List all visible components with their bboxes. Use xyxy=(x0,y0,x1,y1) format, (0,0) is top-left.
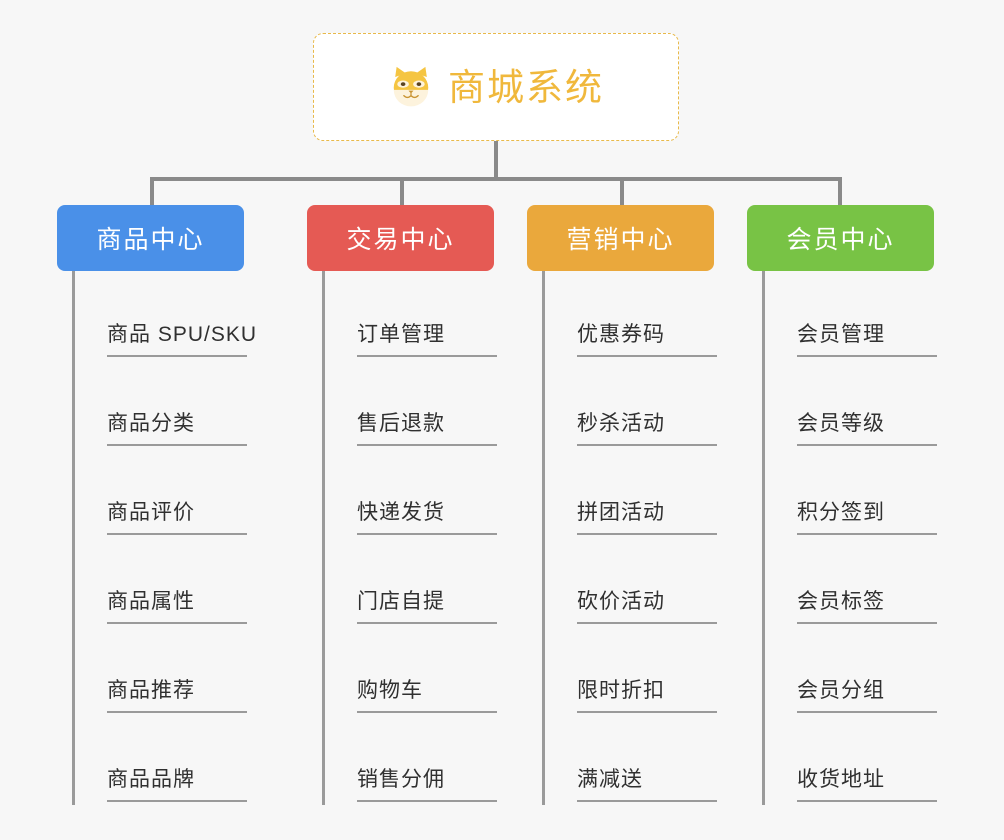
leaf-label: 门店自提 xyxy=(357,585,497,624)
leaf-label: 会员管理 xyxy=(797,318,937,357)
list-item[interactable]: 购物车 xyxy=(325,627,497,716)
category-box-member-center[interactable]: 会员中心 xyxy=(747,205,934,271)
leaf-label: 积分签到 xyxy=(797,496,937,535)
leaf-label: 商品属性 xyxy=(107,585,247,624)
branch-column-marketing-center: 营销中心 优惠券码 秒杀活动 拼团活动 砍价活动 限时折扣 满减送 xyxy=(527,205,717,805)
category-box-product-center[interactable]: 商品中心 xyxy=(57,205,244,271)
list-item[interactable]: 会员管理 xyxy=(765,271,937,360)
list-item[interactable]: 商品属性 xyxy=(75,538,247,627)
list-item[interactable]: 门店自提 xyxy=(325,538,497,627)
leaf-label: 满减送 xyxy=(577,763,717,802)
list-item[interactable]: 订单管理 xyxy=(325,271,497,360)
leaf-label: 售后退款 xyxy=(357,407,497,446)
leaf-label: 订单管理 xyxy=(357,318,497,357)
leaf-label: 商品 SPU/SKU xyxy=(107,318,256,357)
category-box-trade-center[interactable]: 交易中心 xyxy=(307,205,494,271)
leaf-label: 限时折扣 xyxy=(577,674,717,713)
connector-drop-4 xyxy=(838,177,842,207)
leaf-label: 商品分类 xyxy=(107,407,247,446)
leaf-label: 优惠券码 xyxy=(577,318,717,357)
leaf-label: 会员分组 xyxy=(797,674,937,713)
list-item[interactable]: 商品分类 xyxy=(75,360,247,449)
branch-column-product-center: 商品中心 商品 SPU/SKU 商品分类 商品评价 商品属性 商品推荐 商品品牌 xyxy=(57,205,256,805)
list-item[interactable]: 秒杀活动 xyxy=(545,360,717,449)
list-item[interactable]: 收货地址 xyxy=(765,716,937,805)
leaf-list: 商品 SPU/SKU 商品分类 商品评价 商品属性 商品推荐 商品品牌 xyxy=(72,271,256,805)
leaf-label: 收货地址 xyxy=(797,763,937,802)
connector-horizontal-bus xyxy=(150,177,842,181)
leaf-label: 商品品牌 xyxy=(107,763,247,802)
branch-column-member-center: 会员中心 会员管理 会员等级 积分签到 会员标签 会员分组 收货地址 xyxy=(747,205,937,805)
list-item[interactable]: 快递发货 xyxy=(325,449,497,538)
root-node-mall-system[interactable]: 商城系统 xyxy=(313,33,679,141)
list-item[interactable]: 限时折扣 xyxy=(545,627,717,716)
connector-drop-2 xyxy=(400,177,404,207)
list-item[interactable]: 优惠券码 xyxy=(545,271,717,360)
list-item[interactable]: 销售分佣 xyxy=(325,716,497,805)
leaf-label: 商品评价 xyxy=(107,496,247,535)
list-item[interactable]: 售后退款 xyxy=(325,360,497,449)
leaf-label: 会员标签 xyxy=(797,585,937,624)
branch-column-trade-center: 交易中心 订单管理 售后退款 快递发货 门店自提 购物车 销售分佣 xyxy=(307,205,497,805)
category-label: 交易中心 xyxy=(346,226,455,254)
list-item[interactable]: 砍价活动 xyxy=(545,538,717,627)
leaf-label: 会员等级 xyxy=(797,407,937,446)
leaf-list: 优惠券码 秒杀活动 拼团活动 砍价活动 限时折扣 满减送 xyxy=(542,271,717,805)
connector-drop-1 xyxy=(150,177,154,207)
category-label: 商品中心 xyxy=(96,226,205,254)
leaf-list: 会员管理 会员等级 积分签到 会员标签 会员分组 收货地址 xyxy=(762,271,937,805)
leaf-label: 快递发货 xyxy=(357,496,497,535)
category-label: 营销中心 xyxy=(566,226,675,254)
list-item[interactable]: 商品推荐 xyxy=(75,627,247,716)
category-box-marketing-center[interactable]: 营销中心 xyxy=(527,205,714,271)
leaf-list: 订单管理 售后退款 快递发货 门店自提 购物车 销售分佣 xyxy=(322,271,497,805)
leaf-label: 商品推荐 xyxy=(107,674,247,713)
list-item[interactable]: 商品评价 xyxy=(75,449,247,538)
list-item[interactable]: 商品 SPU/SKU xyxy=(75,271,256,360)
list-item[interactable]: 商品品牌 xyxy=(75,716,247,805)
leaf-label: 购物车 xyxy=(357,674,497,713)
leaf-label: 销售分佣 xyxy=(357,763,497,802)
list-item[interactable]: 积分签到 xyxy=(765,449,937,538)
list-item[interactable]: 满减送 xyxy=(545,716,717,805)
list-item[interactable]: 拼团活动 xyxy=(545,449,717,538)
leaf-label: 砍价活动 xyxy=(577,585,717,624)
list-item[interactable]: 会员等级 xyxy=(765,360,937,449)
root-node-label: 商城系统 xyxy=(448,66,604,108)
leaf-label: 拼团活动 xyxy=(577,496,717,535)
list-item[interactable]: 会员分组 xyxy=(765,627,937,716)
connector-root-stem xyxy=(494,141,498,179)
list-item[interactable]: 会员标签 xyxy=(765,538,937,627)
connector-drop-3 xyxy=(620,177,624,207)
category-label: 会员中心 xyxy=(786,226,895,254)
dog-face-icon xyxy=(393,66,429,107)
leaf-label: 秒杀活动 xyxy=(577,407,717,446)
